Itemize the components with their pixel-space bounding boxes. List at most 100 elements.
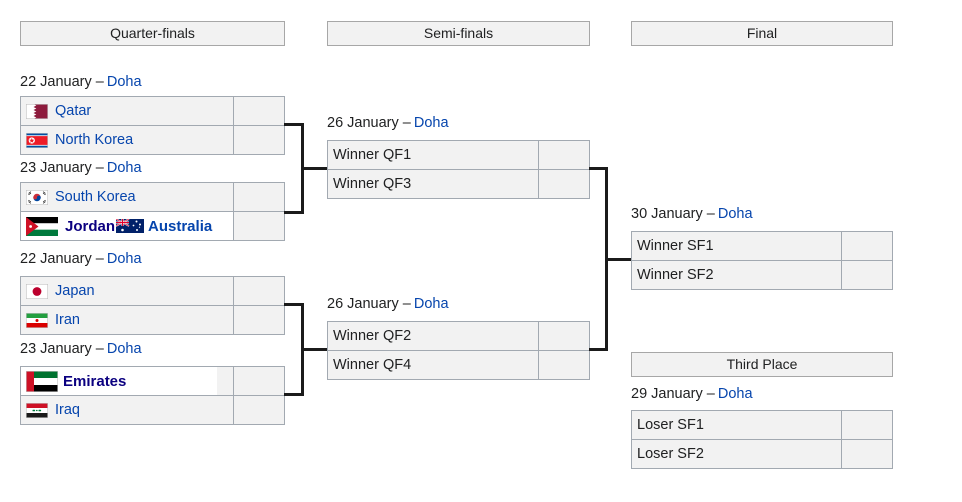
team-cell: Qatar — [21, 97, 233, 125]
score-cell — [233, 277, 284, 305]
team-cell: Loser SF2 — [632, 440, 841, 468]
venue-link-doha[interactable]: Doha — [717, 206, 753, 222]
date-text: 22 January – — [20, 74, 104, 90]
team-cell: North Korea — [21, 126, 233, 154]
team-cell: Japan — [21, 277, 233, 305]
date-text: 26 January – — [327, 296, 411, 312]
table-row: Winner QF4 — [328, 350, 589, 379]
date-third-place: 29 January –Doha — [631, 386, 753, 402]
team-link-iraq[interactable]: Iraq — [55, 402, 80, 418]
date-qf4: 23 January –Doha — [20, 341, 142, 357]
score-cell — [233, 97, 284, 125]
team-cell: Winner SF1 — [632, 232, 841, 260]
placeholder-team-label: Winner QF1 — [333, 147, 412, 163]
team-cell: Loser SF1 — [632, 411, 841, 439]
iran-flag-icon — [26, 312, 48, 328]
table-row: Winner QF2 — [328, 322, 589, 350]
date-text: 26 January – — [327, 115, 411, 131]
qatar-flag-icon — [26, 103, 48, 119]
match-final: Winner SF1 Winner SF2 — [631, 231, 893, 290]
date-text: 23 January – — [20, 160, 104, 176]
date-final: 30 January –Doha — [631, 206, 753, 222]
team-link-qatar[interactable]: Qatar — [55, 103, 92, 119]
score-cell — [233, 306, 284, 334]
team-cell: South Korea — [21, 183, 233, 211]
match-sf2: Winner QF2 Winner QF4 — [327, 321, 590, 380]
team-link-jordan[interactable]: Jordan — [65, 217, 116, 235]
score-cell — [233, 126, 284, 154]
connector-sf1-stub — [589, 167, 608, 170]
placeholder-team-label: Loser SF1 — [637, 417, 704, 433]
date-sf2: 26 January –Doha — [327, 296, 449, 312]
table-row: South Korea — [21, 183, 284, 211]
connector-qf3-stub — [284, 303, 304, 306]
date-qf1: 22 January –Doha — [20, 74, 142, 90]
south-korea-flag-icon — [26, 189, 48, 205]
match-sf1: Winner QF1 Winner QF3 — [327, 140, 590, 199]
connector-sf2-stub — [589, 348, 608, 351]
score-cell — [538, 170, 589, 198]
date-qf2: 23 January –Doha — [20, 160, 142, 176]
australia-flag-icon — [116, 219, 145, 233]
column-header-semi-finals: Semi-finals — [327, 21, 590, 46]
table-row: Iran — [21, 305, 284, 334]
score-cell — [233, 212, 284, 240]
table-row: Japan — [21, 277, 284, 305]
connector-qf4-stub — [284, 393, 304, 396]
team-link-iran[interactable]: Iran — [55, 312, 80, 328]
table-row: Winner SF2 — [632, 260, 892, 289]
match-qf2: South Korea Jordan Australia — [20, 182, 285, 241]
score-cell — [233, 183, 284, 211]
team-cell: Winner QF4 — [328, 351, 538, 379]
match-qf1: Qatar North Korea — [20, 96, 285, 155]
venue-link-doha[interactable]: Doha — [106, 74, 142, 90]
team-cell: Winner QF1 — [328, 141, 538, 169]
table-row: Loser SF1 — [632, 411, 892, 439]
team-link-australia[interactable]: Australia — [148, 217, 213, 235]
venue-link-doha[interactable]: Doha — [413, 296, 449, 312]
column-header-final: Final — [631, 21, 893, 46]
venue-link-doha[interactable]: Doha — [413, 115, 449, 131]
table-row: Qatar — [21, 97, 284, 125]
date-text: 23 January – — [20, 341, 104, 357]
venue-link-doha[interactable]: Doha — [106, 160, 142, 176]
placeholder-team-label: Winner QF3 — [333, 176, 412, 192]
column-header-third-place: Third Place — [631, 352, 893, 377]
team-link-emirates[interactable]: Emirates — [63, 372, 127, 390]
table-row: Emirates — [21, 367, 284, 395]
score-cell — [538, 141, 589, 169]
jordan-flag-icon — [26, 216, 58, 236]
table-row: North Korea — [21, 125, 284, 154]
date-sf1: 26 January –Doha — [327, 115, 449, 131]
north-korea-flag-icon — [26, 132, 48, 148]
placeholder-team-label: Winner QF4 — [333, 357, 412, 373]
team-cell: Winner SF2 — [632, 261, 841, 289]
score-cell — [233, 367, 284, 395]
score-cell — [538, 322, 589, 350]
team-link-japan[interactable]: Japan — [55, 283, 95, 299]
placeholder-team-label: Winner SF1 — [637, 238, 714, 254]
table-row: Jordan Australia — [21, 211, 284, 240]
column-header-quarter-finals: Quarter-finals — [20, 21, 285, 46]
team-link-north-korea[interactable]: North Korea — [55, 132, 134, 148]
date-text: 30 January – — [631, 206, 715, 222]
uae-flag-icon — [26, 370, 58, 392]
venue-link-doha[interactable]: Doha — [717, 386, 753, 402]
table-row: Winner QF1 — [328, 141, 589, 169]
date-text: 22 January – — [20, 251, 104, 267]
score-cell — [841, 232, 892, 260]
team-link-south-korea[interactable]: South Korea — [55, 189, 136, 205]
score-cell — [538, 351, 589, 379]
venue-link-doha[interactable]: Doha — [106, 341, 142, 357]
placeholder-team-label: Winner QF2 — [333, 328, 412, 344]
table-row: Winner SF1 — [632, 232, 892, 260]
placeholder-team-label: Winner SF2 — [637, 267, 714, 283]
date-qf3: 22 January –Doha — [20, 251, 142, 267]
date-text: 29 January – — [631, 386, 715, 402]
score-cell — [841, 261, 892, 289]
connector-qf2-stub — [284, 211, 304, 214]
team-cell: Jordan Australia — [21, 212, 233, 240]
connector-to-sf1 — [301, 167, 327, 170]
venue-link-doha[interactable]: Doha — [106, 251, 142, 267]
score-cell — [841, 440, 892, 468]
